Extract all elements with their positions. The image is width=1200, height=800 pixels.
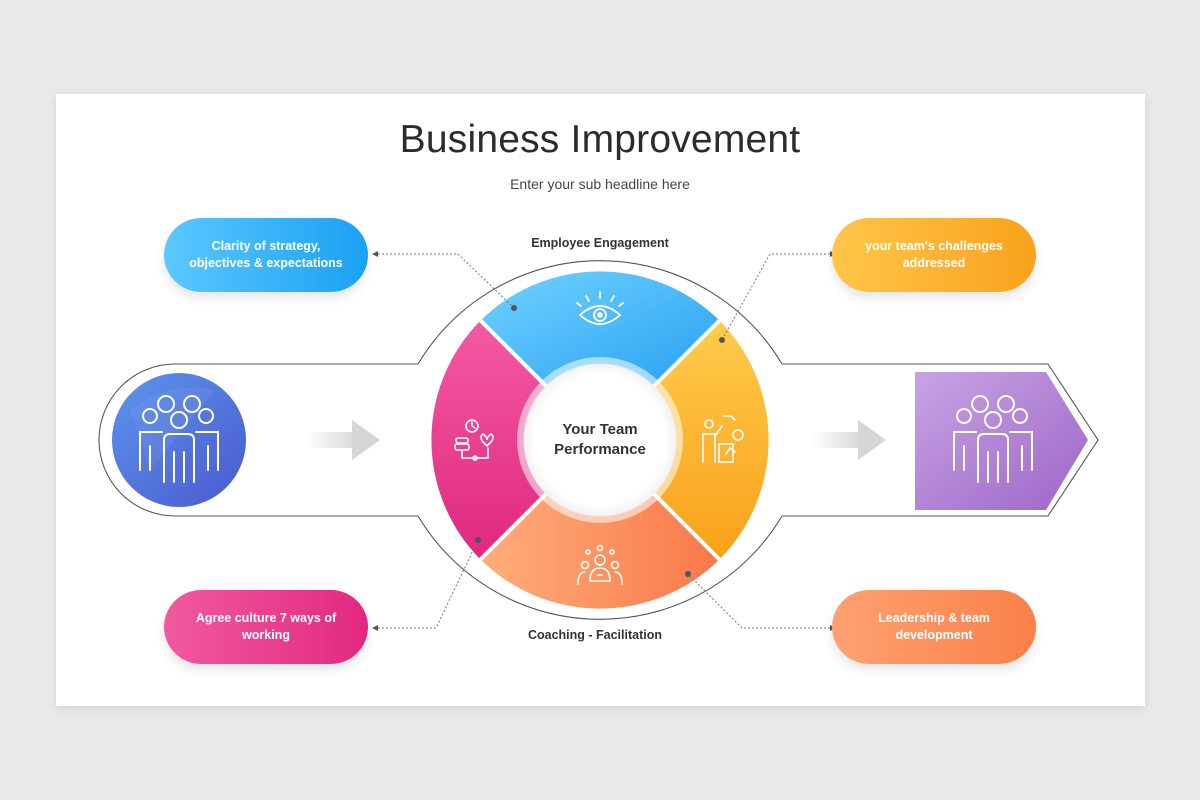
output-bracket: [782, 363, 1099, 517]
ring-segment-top: [480, 271, 720, 387]
ring-label-bottom: Coaching - Facilitation: [527, 628, 663, 642]
center-label-line1: Your Team: [562, 421, 638, 438]
leader-bottom-left: [378, 539, 479, 629]
guide-lines: [98, 260, 1099, 620]
center-circle: [523, 363, 677, 517]
ring: [431, 271, 769, 609]
leader-lines: [378, 253, 830, 629]
outer-arc-bottom: [417, 515, 783, 620]
team-strategy-icon: [702, 415, 744, 463]
eye-icon: [576, 291, 624, 325]
callout-bottom-left-text: Agree culture 7 ways of working: [195, 611, 337, 642]
input-bracket: [98, 363, 418, 517]
ring-segment-right: [653, 320, 769, 560]
people-group-icon: [953, 395, 1033, 483]
balance-scale-icon: [454, 419, 494, 461]
people-group-icon: [139, 395, 219, 483]
page-title: Business Improvement: [399, 118, 801, 161]
callout-top-left-text: Clarity of strategy, objectives & expect…: [189, 239, 343, 270]
callout-bottom-right-text: Leadership & team development: [878, 611, 990, 642]
input-node: [112, 373, 246, 507]
flow-arrow-right: [812, 420, 886, 460]
leader-top-left: [378, 253, 515, 309]
page-subtitle: Enter your sub headline here: [510, 176, 690, 192]
output-node: [915, 372, 1088, 510]
center-label-line2: Performance: [554, 441, 646, 458]
leader-bottom-right: [687, 573, 830, 629]
callout-top-right: your team's challenges addressed: [832, 218, 1036, 292]
center-label: Your Team Performance: [540, 420, 660, 460]
callout-top-left: Clarity of strategy, objectives & expect…: [164, 218, 368, 292]
coaching-group-icon: [577, 544, 623, 585]
outer-arc-top: [417, 260, 783, 365]
leader-top-right: [721, 253, 830, 341]
callout-bottom-left: Agree culture 7 ways of working: [164, 590, 368, 664]
callout-top-right-text: your team's challenges addressed: [865, 239, 1003, 270]
callout-bottom-right: Leadership & team development: [832, 590, 1036, 664]
ring-segment-left: [431, 320, 547, 560]
flow-arrow-left: [306, 420, 380, 460]
ring-label-top: Employee Engagement: [531, 236, 669, 250]
